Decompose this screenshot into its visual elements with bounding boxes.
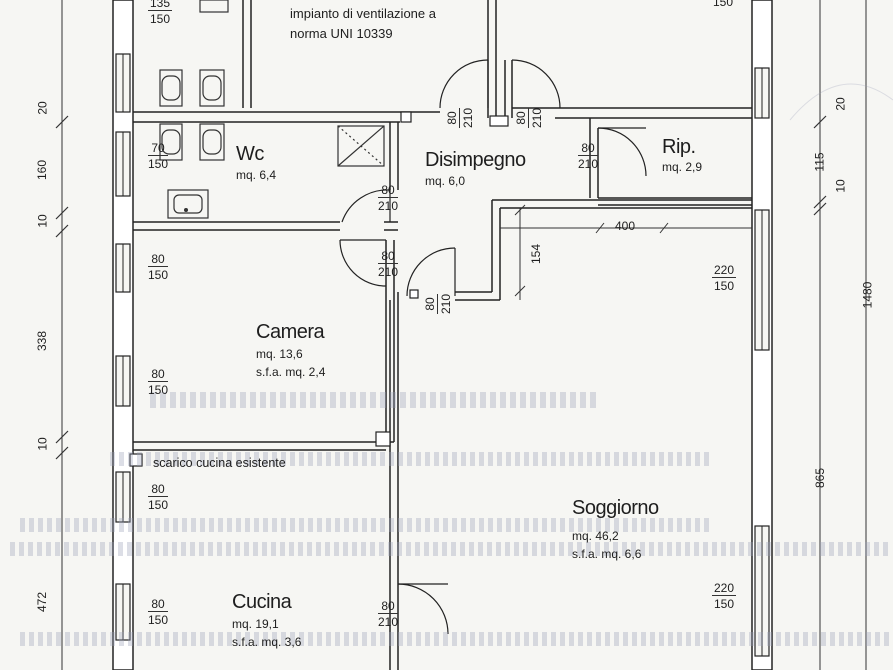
- dimension-400: 400: [615, 219, 636, 233]
- room-area-disimpegno: mq. 6,0: [425, 174, 466, 188]
- opening-top-right-window: 150: [713, 0, 734, 9]
- dimension-right-115: 115: [812, 152, 827, 172]
- bleed-through-lines: [20, 518, 710, 532]
- room-area-ripostiglio: mq. 2,9: [662, 160, 703, 174]
- bleed-through-lines: [10, 542, 890, 556]
- bleed-through-lines: [110, 452, 710, 466]
- dimension-left-338: 338: [35, 330, 50, 352]
- room-area-soggiorno: mq. 46,2: [572, 529, 619, 543]
- room-sfa-soggiorno: s.f.a. mq. 6,6: [572, 547, 642, 561]
- room-name-soggiorno: Soggiorno: [572, 497, 659, 519]
- room-sfa-camera: s.f.a. mq. 2,4: [256, 365, 326, 379]
- dimension-left-20: 20: [35, 101, 50, 115]
- room-name-cucina: Cucina: [232, 591, 292, 613]
- dimension-left-472: 472: [35, 591, 50, 613]
- dimension-left-160: 160: [35, 159, 50, 181]
- dimension-left-10a: 10: [35, 214, 50, 228]
- dimension-right-20: 20: [833, 97, 848, 111]
- room-sfa-cucina: s.f.a. mq. 3,6: [232, 635, 302, 649]
- room-name-ripostiglio: Rip.: [662, 136, 696, 158]
- dimension-right-1480: 1480: [860, 281, 875, 309]
- room-area-camera: mq. 13,6: [256, 347, 303, 361]
- kitchen-drain-note: scarico cucina esistente: [153, 456, 286, 470]
- bleed-through-lines: [20, 632, 890, 646]
- room-area-cucina: mq. 19,1: [232, 617, 279, 631]
- room-name-disimpegno: Disimpegno: [425, 149, 526, 171]
- dimension-154: 154: [529, 243, 544, 265]
- dimension-left-10b: 10: [35, 437, 50, 451]
- room-name-camera: Camera: [256, 321, 325, 343]
- ventilation-note-line2: norma UNI 10339: [290, 26, 393, 41]
- dimension-right-865: 865: [813, 467, 828, 489]
- bleed-through-lines: [150, 392, 600, 408]
- room-area-wc: mq. 6,4: [236, 168, 277, 182]
- dimension-right-10: 10: [833, 179, 848, 193]
- ventilation-note-line1: impianto di ventilazione a: [290, 6, 436, 21]
- room-name-wc: Wc: [236, 143, 264, 165]
